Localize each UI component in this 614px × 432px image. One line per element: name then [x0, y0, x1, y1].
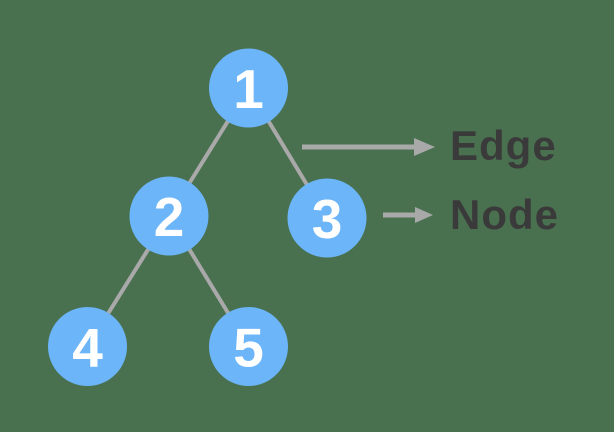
- tree-node-1-value: 1: [233, 58, 264, 120]
- node-annotation-arrow: [383, 207, 433, 223]
- tree-node-1: [209, 48, 288, 128]
- edge-arrowhead-icon: [414, 138, 435, 156]
- tree-node-3: [287, 178, 367, 258]
- tree-node-5: [209, 307, 288, 386]
- edge-annotation-arrow: [302, 138, 435, 156]
- tree-node-4-value: 4: [72, 317, 103, 379]
- tree-node-5-value: 5: [233, 317, 264, 379]
- tree-nodes: 1 2 3 4 5: [48, 48, 367, 386]
- node-arrowhead-icon: [415, 207, 433, 223]
- edge-annotation-label: Edge: [450, 122, 557, 169]
- tree-node-2-value: 2: [154, 186, 185, 248]
- tree-node-2: [129, 176, 209, 256]
- node-annotation-label: Node: [450, 191, 559, 238]
- tree-node-4: [48, 307, 127, 386]
- tree-node-3-value: 3: [312, 188, 343, 250]
